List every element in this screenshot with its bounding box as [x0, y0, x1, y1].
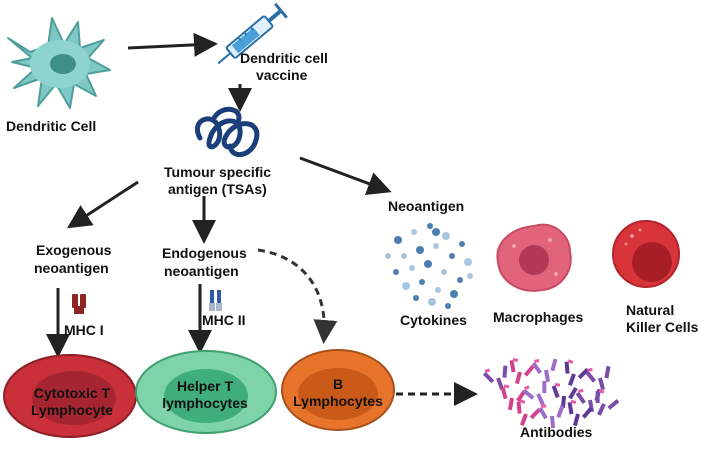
- antibody-glyph: [500, 384, 527, 411]
- b-cell-icon: [281, 349, 395, 431]
- exogenous-label-line2: neoantigen: [34, 260, 109, 276]
- cytokine-dot: [393, 269, 399, 275]
- antibodies-label: Antibodies: [520, 424, 593, 440]
- antibody-glyph: [595, 388, 620, 416]
- antibody-glyph: [509, 357, 535, 385]
- cytokine-dot: [432, 228, 440, 236]
- antibody-glyph: [585, 365, 611, 391]
- arrow-to-b-cell: [257, 248, 338, 344]
- neoantigen-label: Neoantigen: [388, 198, 465, 214]
- endogenous-label-line2: neoantigen: [164, 263, 239, 279]
- antigen-icon: [195, 106, 260, 157]
- cytokine-dot: [413, 295, 419, 301]
- syringe-icon: [217, 2, 288, 65]
- nk-label-line2: Killer Cells: [626, 319, 699, 335]
- natural-killer-cell-icon: [612, 220, 680, 288]
- b-label-line2: Lymphocytes: [293, 393, 383, 409]
- cytokine-dot: [401, 253, 407, 259]
- antibody-glyph: [531, 358, 558, 383]
- antibody-glyph: [564, 359, 590, 386]
- helper-label-line2: lymphocytes: [162, 395, 248, 411]
- mhc-ii-icon: [209, 290, 222, 311]
- antibody-glyph: [516, 399, 542, 426]
- exogenous-label-line1: Exogenous: [36, 242, 112, 258]
- cytokine-dot: [459, 241, 465, 247]
- cytokine-dot: [419, 279, 425, 285]
- nk-label-line1: Natural: [626, 302, 675, 318]
- arrow-dc-to-vaccine: [127, 32, 218, 57]
- cytokine-dot: [435, 287, 441, 293]
- cytokine-dot: [385, 253, 391, 259]
- cytokine-dot: [428, 298, 436, 306]
- tsa-label-line1: Tumour specific: [164, 164, 272, 180]
- cytokine-dot: [442, 232, 450, 240]
- helper-label-line1: Helper T: [176, 378, 233, 394]
- mhc-i-label: MHC I: [64, 322, 104, 338]
- dendritic-cell-icon: [7, 17, 111, 109]
- cytokine-dot: [449, 253, 455, 259]
- cytokine-dot: [433, 243, 439, 249]
- antibody-glyph: [482, 365, 508, 390]
- cytokines-icon: [385, 223, 473, 309]
- antibody-glyph: [538, 404, 565, 429]
- cytokine-dot: [416, 246, 424, 254]
- cytokine-dot: [402, 282, 410, 290]
- helper-t-cell-icon: [135, 350, 277, 434]
- cytokine-dot: [409, 265, 415, 271]
- arrow-tsa-to-exogenous: [66, 180, 139, 229]
- cytokine-dot: [467, 273, 473, 279]
- mhc-i-icon: [72, 294, 86, 314]
- arrow-tsa-to-neoantigen: [299, 156, 392, 195]
- b-label-line1: B: [332, 376, 344, 392]
- dc-vaccine-label-line2: vaccine: [256, 67, 308, 83]
- antibodies-icon: [482, 357, 620, 429]
- cytokine-dot: [450, 290, 458, 298]
- cytokine-dot: [411, 229, 417, 235]
- cytokine-dot: [457, 277, 463, 283]
- ctl-label-line2: Lymphocyte: [31, 402, 113, 418]
- cytokine-dot: [464, 258, 472, 266]
- cytokine-dot: [424, 260, 432, 268]
- dc-vaccine-label-line1: Dendritic cell: [240, 50, 328, 66]
- cytotoxic-t-cell-icon: [3, 354, 137, 438]
- dendritic-cell-label: Dendritic Cell: [6, 118, 97, 134]
- antibody-glyph: [551, 383, 578, 409]
- endogenous-label-line1: Endogenous: [162, 245, 247, 261]
- mhc-ii-label: MHC II: [202, 312, 246, 328]
- cytokine-dot: [394, 236, 402, 244]
- tsa-label-line2: antigen (TSAs): [168, 181, 267, 197]
- cytokines-label: Cytokines: [400, 312, 467, 328]
- antibody-glyph: [522, 381, 547, 406]
- ctl-label-line1: Cytotoxic T: [33, 385, 111, 401]
- cytokine-dot: [427, 223, 433, 229]
- cytokine-dot: [441, 269, 447, 275]
- antibody-glyph: [567, 399, 593, 427]
- cytokine-dot: [445, 303, 451, 309]
- macrophages-label: Macrophages: [493, 309, 584, 325]
- macrophage-icon: [496, 223, 572, 292]
